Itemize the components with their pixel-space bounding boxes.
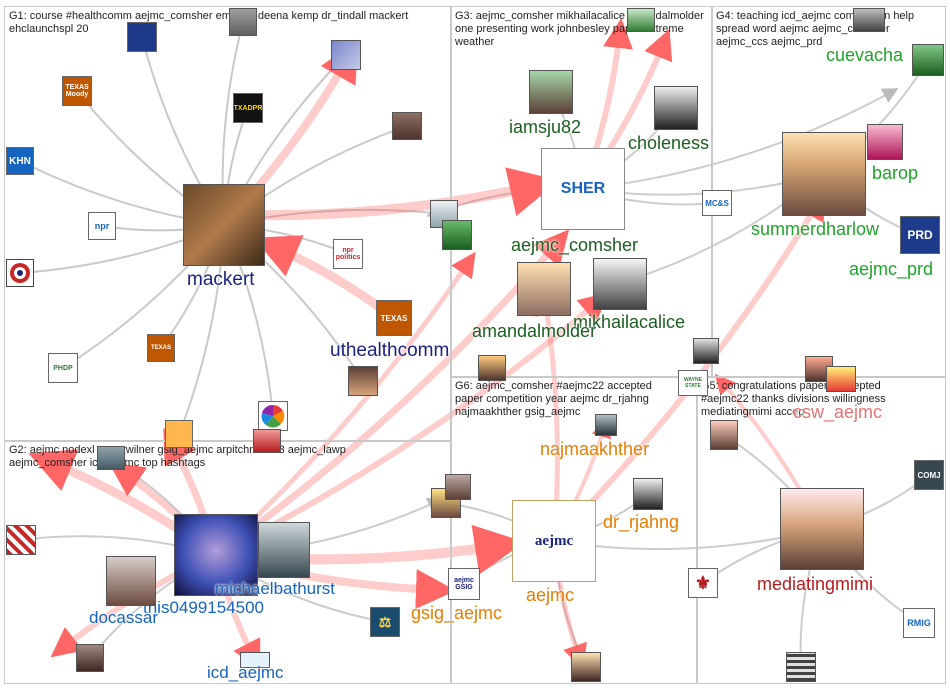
avatar-g6-bottom[interactable] xyxy=(571,652,601,682)
phdp-logo-icon[interactable]: PHDP xyxy=(48,353,78,383)
avatar-mackert[interactable] xyxy=(183,184,265,266)
avatar-g3-bottom2[interactable] xyxy=(693,338,719,364)
node-label-aejmc: aejmc xyxy=(526,585,575,605)
avatar-g2-right2[interactable] xyxy=(445,474,471,500)
node-label-mediatingmimi: mediatingmimi xyxy=(757,574,874,594)
node-label-dr-rjahng: dr_rjahng xyxy=(603,512,680,532)
node-label-this0499154500: this0499154500 xyxy=(143,598,265,617)
avatar-barop[interactable] xyxy=(867,124,903,160)
node-label-gsig-aejmc: gsig_aejmc xyxy=(411,603,503,623)
group-description-g4: G4: teaching icd_aejmc competition help … xyxy=(716,10,915,48)
node-label-najmaakhther: najmaakhther xyxy=(540,439,650,459)
khn-logo-icon[interactable]: KHN xyxy=(6,147,34,175)
rmig-logo-icon[interactable]: RMIG xyxy=(903,608,935,638)
edge-red-0 xyxy=(251,167,560,221)
group-description-g1: G1: course #healthcomm aejmc_comsher emo… xyxy=(9,10,409,35)
group-panel-g2 xyxy=(4,441,451,684)
node-label-choleness: choleness xyxy=(628,133,710,153)
wheel-emblem-icon xyxy=(261,404,285,428)
avatar-dr-rjahng[interactable] xyxy=(633,478,663,510)
colorful-wheel-logo-icon[interactable] xyxy=(258,401,288,431)
avatar-g3-bottom[interactable] xyxy=(478,355,506,381)
node-label-barop: barop xyxy=(872,163,919,183)
avatar-choleness[interactable] xyxy=(654,86,698,130)
avatar-this0499154500[interactable] xyxy=(174,514,258,596)
scales-logo-icon[interactable]: ⚖ xyxy=(370,607,400,637)
avatar-cuevacha[interactable] xyxy=(912,44,944,76)
avatar-g2-checker[interactable] xyxy=(6,525,36,555)
avatar-michaelbathurst[interactable] xyxy=(258,522,310,578)
avatar-g5-flower[interactable] xyxy=(826,366,856,392)
avatar-g5-bottom[interactable] xyxy=(786,652,816,682)
txadpr-logo-icon[interactable]: TXADPR xyxy=(233,93,263,123)
edge-gray-cross-1 xyxy=(582,88,899,190)
node-label-amandalmolder: amandalmolder xyxy=(472,321,597,341)
round-seal-logo-icon[interactable] xyxy=(165,420,193,448)
texas-small-logo-icon[interactable]: TEXAS xyxy=(147,334,175,362)
university-seal-icon[interactable] xyxy=(127,22,157,52)
avatar-g1-horses[interactable] xyxy=(392,112,422,140)
npr-logo-icon[interactable]: npr xyxy=(88,212,116,240)
gsig-logo-icon[interactable]: aejmc GSIG xyxy=(448,568,480,600)
avatar-g1-illustration[interactable] xyxy=(331,40,361,70)
mcs-logo-icon[interactable]: MC&S xyxy=(702,190,732,216)
avatar-mediatingmimi[interactable] xyxy=(780,488,864,570)
node-label-aejmc-comsher: aejmc_comsher xyxy=(511,235,639,255)
node-label-michaelbathurst: michaelbathurst xyxy=(215,579,336,598)
avatar-g3-top[interactable] xyxy=(627,8,655,32)
avatar-aejmc[interactable]: aejmc xyxy=(512,500,596,582)
avatar-iamsju82[interactable] xyxy=(529,70,573,114)
group-description-g6: G6: aejmc_comsher #aejmc22 accepted pape… xyxy=(455,380,652,418)
comj-logo-icon[interactable]: COMJ xyxy=(914,460,944,490)
avatar-icd-aejmc[interactable] xyxy=(240,652,270,668)
node-label-icd-aejmc: icd_aejmc xyxy=(207,663,284,682)
node-label-csw-aejmc: csw_aejmc xyxy=(793,402,883,422)
npr-politics-logo-icon[interactable]: npr politics xyxy=(333,239,363,269)
node-label-mikhailacalice: mikhailacalice xyxy=(573,312,686,332)
avatar-g2-panel-top[interactable] xyxy=(253,429,281,453)
avatar-amandalmolder[interactable] xyxy=(517,262,571,316)
avatar-docassar[interactable] xyxy=(106,556,156,606)
node-label-mackert: mackert xyxy=(187,269,255,290)
avatar-g1-portrait-small[interactable] xyxy=(348,366,378,396)
avatar-g4-top[interactable] xyxy=(853,8,885,32)
cmc-fleur-logo-icon[interactable]: ⚜ xyxy=(688,568,718,598)
texas-moody-logo-icon[interactable]: TEXAS Moody xyxy=(62,76,92,106)
avatar-aejmc-comsher[interactable]: SHER xyxy=(541,148,625,230)
wayne-state-logo-icon[interactable]: WAYNE STATE xyxy=(678,370,708,396)
avatar-g2-bottom[interactable] xyxy=(76,644,104,672)
node-label-uthealthcomm: uthealthcomm xyxy=(330,340,450,361)
node-label-docassar: docassar xyxy=(89,608,158,627)
avatar-g1-cartoon[interactable] xyxy=(442,220,472,250)
uthealth-texas-logo-icon[interactable]: TEXAS xyxy=(376,300,412,336)
avatar-summerdharlow[interactable] xyxy=(782,132,866,216)
node-label-aejmc-prd: aejmc_prd xyxy=(849,259,934,279)
aejmc-main-logo-icon: aejmc xyxy=(534,532,574,549)
node-label-cuevacha: cuevacha xyxy=(826,45,904,65)
avatar-g1-top-user[interactable] xyxy=(229,8,257,36)
avatar-g5-ceo[interactable] xyxy=(710,420,738,450)
group-description-g2: G2: aejmc nodexl tamarwilner gsig_aejmc … xyxy=(9,444,346,469)
avatar-g2-small[interactable] xyxy=(97,446,125,470)
group-panel-g6 xyxy=(451,377,697,684)
node-label-summerdharlow: summerdharlow xyxy=(751,219,880,239)
avatar-g6-mid[interactable] xyxy=(595,414,617,436)
prd-logo-icon[interactable]: PRD xyxy=(900,216,940,254)
school-seal-icon[interactable] xyxy=(6,259,34,287)
seal-emblem-icon xyxy=(10,263,30,283)
group-description-g3: G3: aejmc_comsher mikhailacalice amandal… xyxy=(455,10,704,48)
sher-logo-icon: SHER xyxy=(560,180,606,197)
avatar-mikhailacalice[interactable] xyxy=(593,258,647,310)
node-label-iamsju82: iamsju82 xyxy=(509,117,582,137)
